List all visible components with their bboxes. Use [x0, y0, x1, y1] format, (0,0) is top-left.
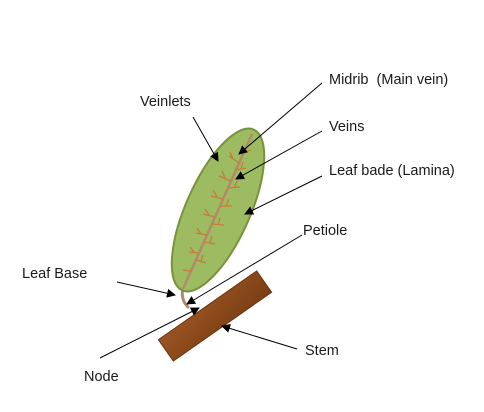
arrow-lamina: [244, 175, 323, 215]
arrow-node: [99, 307, 200, 359]
arrow-petiole: [186, 234, 303, 305]
label-veinlets: Veinlets: [140, 94, 191, 110]
label-lamina: Leaf bade (Lamina): [329, 163, 455, 179]
label-veins: Veins: [329, 119, 364, 135]
arrow-stem: [221, 324, 298, 350]
label-petiole: Petiole: [303, 223, 347, 239]
label-stem: Stem: [305, 343, 339, 359]
arrow-leaf-base: [116, 281, 176, 298]
midrib-line: [181, 133, 254, 290]
arrow-midrib: [238, 82, 323, 155]
label-leaf-base: Leaf Base: [22, 266, 87, 282]
arrow-veins: [235, 130, 323, 180]
veinlets-left: [182, 151, 240, 272]
arrow-veinlets: [192, 116, 219, 162]
label-midrib: Midrib (Main vein): [329, 72, 448, 88]
label-node: Node: [84, 369, 119, 385]
